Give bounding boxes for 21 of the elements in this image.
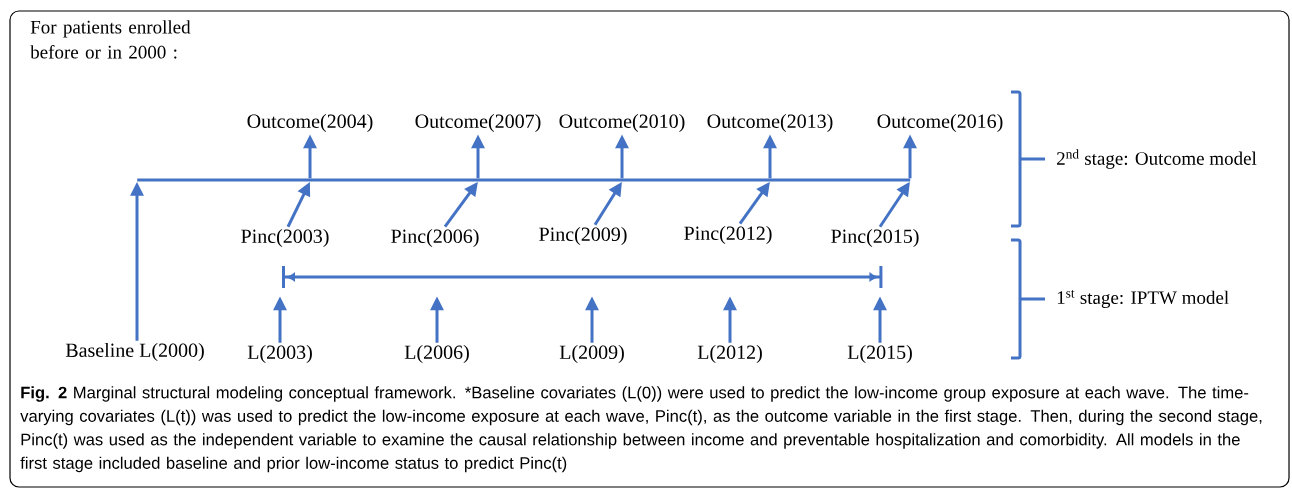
time-point-label: Outcome(2013)	[707, 113, 833, 133]
caption: Fig. 2 Marginal structural modeling conceptual framework. *Baseline covariates (L(0)) were used to predict the low-income group exposure at each wave. The time-varying covariates (L(t)) was used to predict the low-income exposure at each wave, Pinc(t), as the outcome variable in the first stage. Then, during the second stage, Pinc(t) was used as the independent variable to examine the causal relationship between income and preventable hospitalization and comorbidity. All models in the first stage included baseline and prior low-income status to predict Pinc(t)	[20, 386, 1262, 473]
time-point-label: Outcome(2007)	[415, 113, 541, 133]
time-point-label: Pinc(2012)	[684, 225, 772, 245]
stage-label: 2$^{nd}$ stage: Outcome model	[1057, 149, 1257, 169]
time-point-label: Outcome(2010)	[559, 113, 685, 133]
time-point-label: Pinc(2003)	[241, 228, 329, 248]
time-point-label: Pinc(2015)	[831, 228, 919, 248]
time-point-label: L(2003)	[247, 344, 312, 364]
time-point-label: Pinc(2009)	[539, 226, 627, 246]
time-point-label: Pinc(2006)	[391, 228, 479, 248]
interval-line	[282, 266, 883, 288]
stage-label: 1$^{st}$ stage: IPTW model	[1057, 290, 1229, 308]
heading: For patients enrolled before or in 2000 :	[30, 20, 191, 59]
time-point-label: L(2012)	[697, 344, 762, 364]
time-point-label: Outcome(2016)	[877, 113, 1003, 133]
time-point-label: L(2009)	[559, 344, 624, 364]
time-point-label: Baseline L(2000)	[65, 342, 204, 362]
time-point-label: Outcome(2004)	[247, 113, 373, 133]
time-point-label: L(2006)	[404, 344, 469, 364]
time-point-label: L(2015)	[847, 344, 912, 364]
